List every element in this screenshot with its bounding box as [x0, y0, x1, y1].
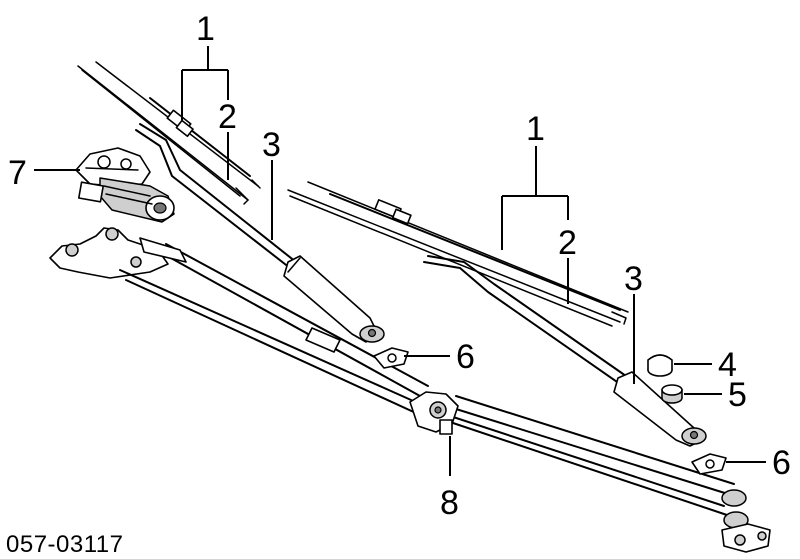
callout-8: 8	[440, 484, 459, 522]
callout-1-left: 1	[196, 10, 215, 48]
left-wiper-blade	[77, 61, 261, 205]
right-pivot-gasket	[691, 453, 727, 475]
pivot-nut	[661, 384, 683, 404]
wiper-linkage	[49, 227, 771, 553]
callout-6-right: 6	[772, 444, 791, 482]
leader-lines	[34, 46, 766, 476]
callout-4: 4	[718, 346, 737, 384]
wiper-motor	[75, 147, 175, 223]
callout-3-left: 3	[262, 126, 281, 164]
callout-6-left: 6	[456, 338, 475, 376]
callout-1-right: 1	[526, 110, 545, 148]
right-wiper-blade	[287, 181, 629, 327]
left-wiper-arm	[135, 123, 385, 343]
callout-3-right: 3	[624, 260, 643, 298]
pivot-cap	[647, 354, 673, 377]
callout-2-right: 2	[558, 224, 577, 262]
diagram-code: 057-03117	[6, 531, 124, 558]
callout-7: 7	[8, 154, 27, 192]
callout-5: 5	[728, 376, 747, 414]
left-pivot-gasket	[373, 347, 409, 369]
callout-2-left: 2	[218, 98, 237, 136]
right-wiper-arm	[423, 255, 707, 447]
